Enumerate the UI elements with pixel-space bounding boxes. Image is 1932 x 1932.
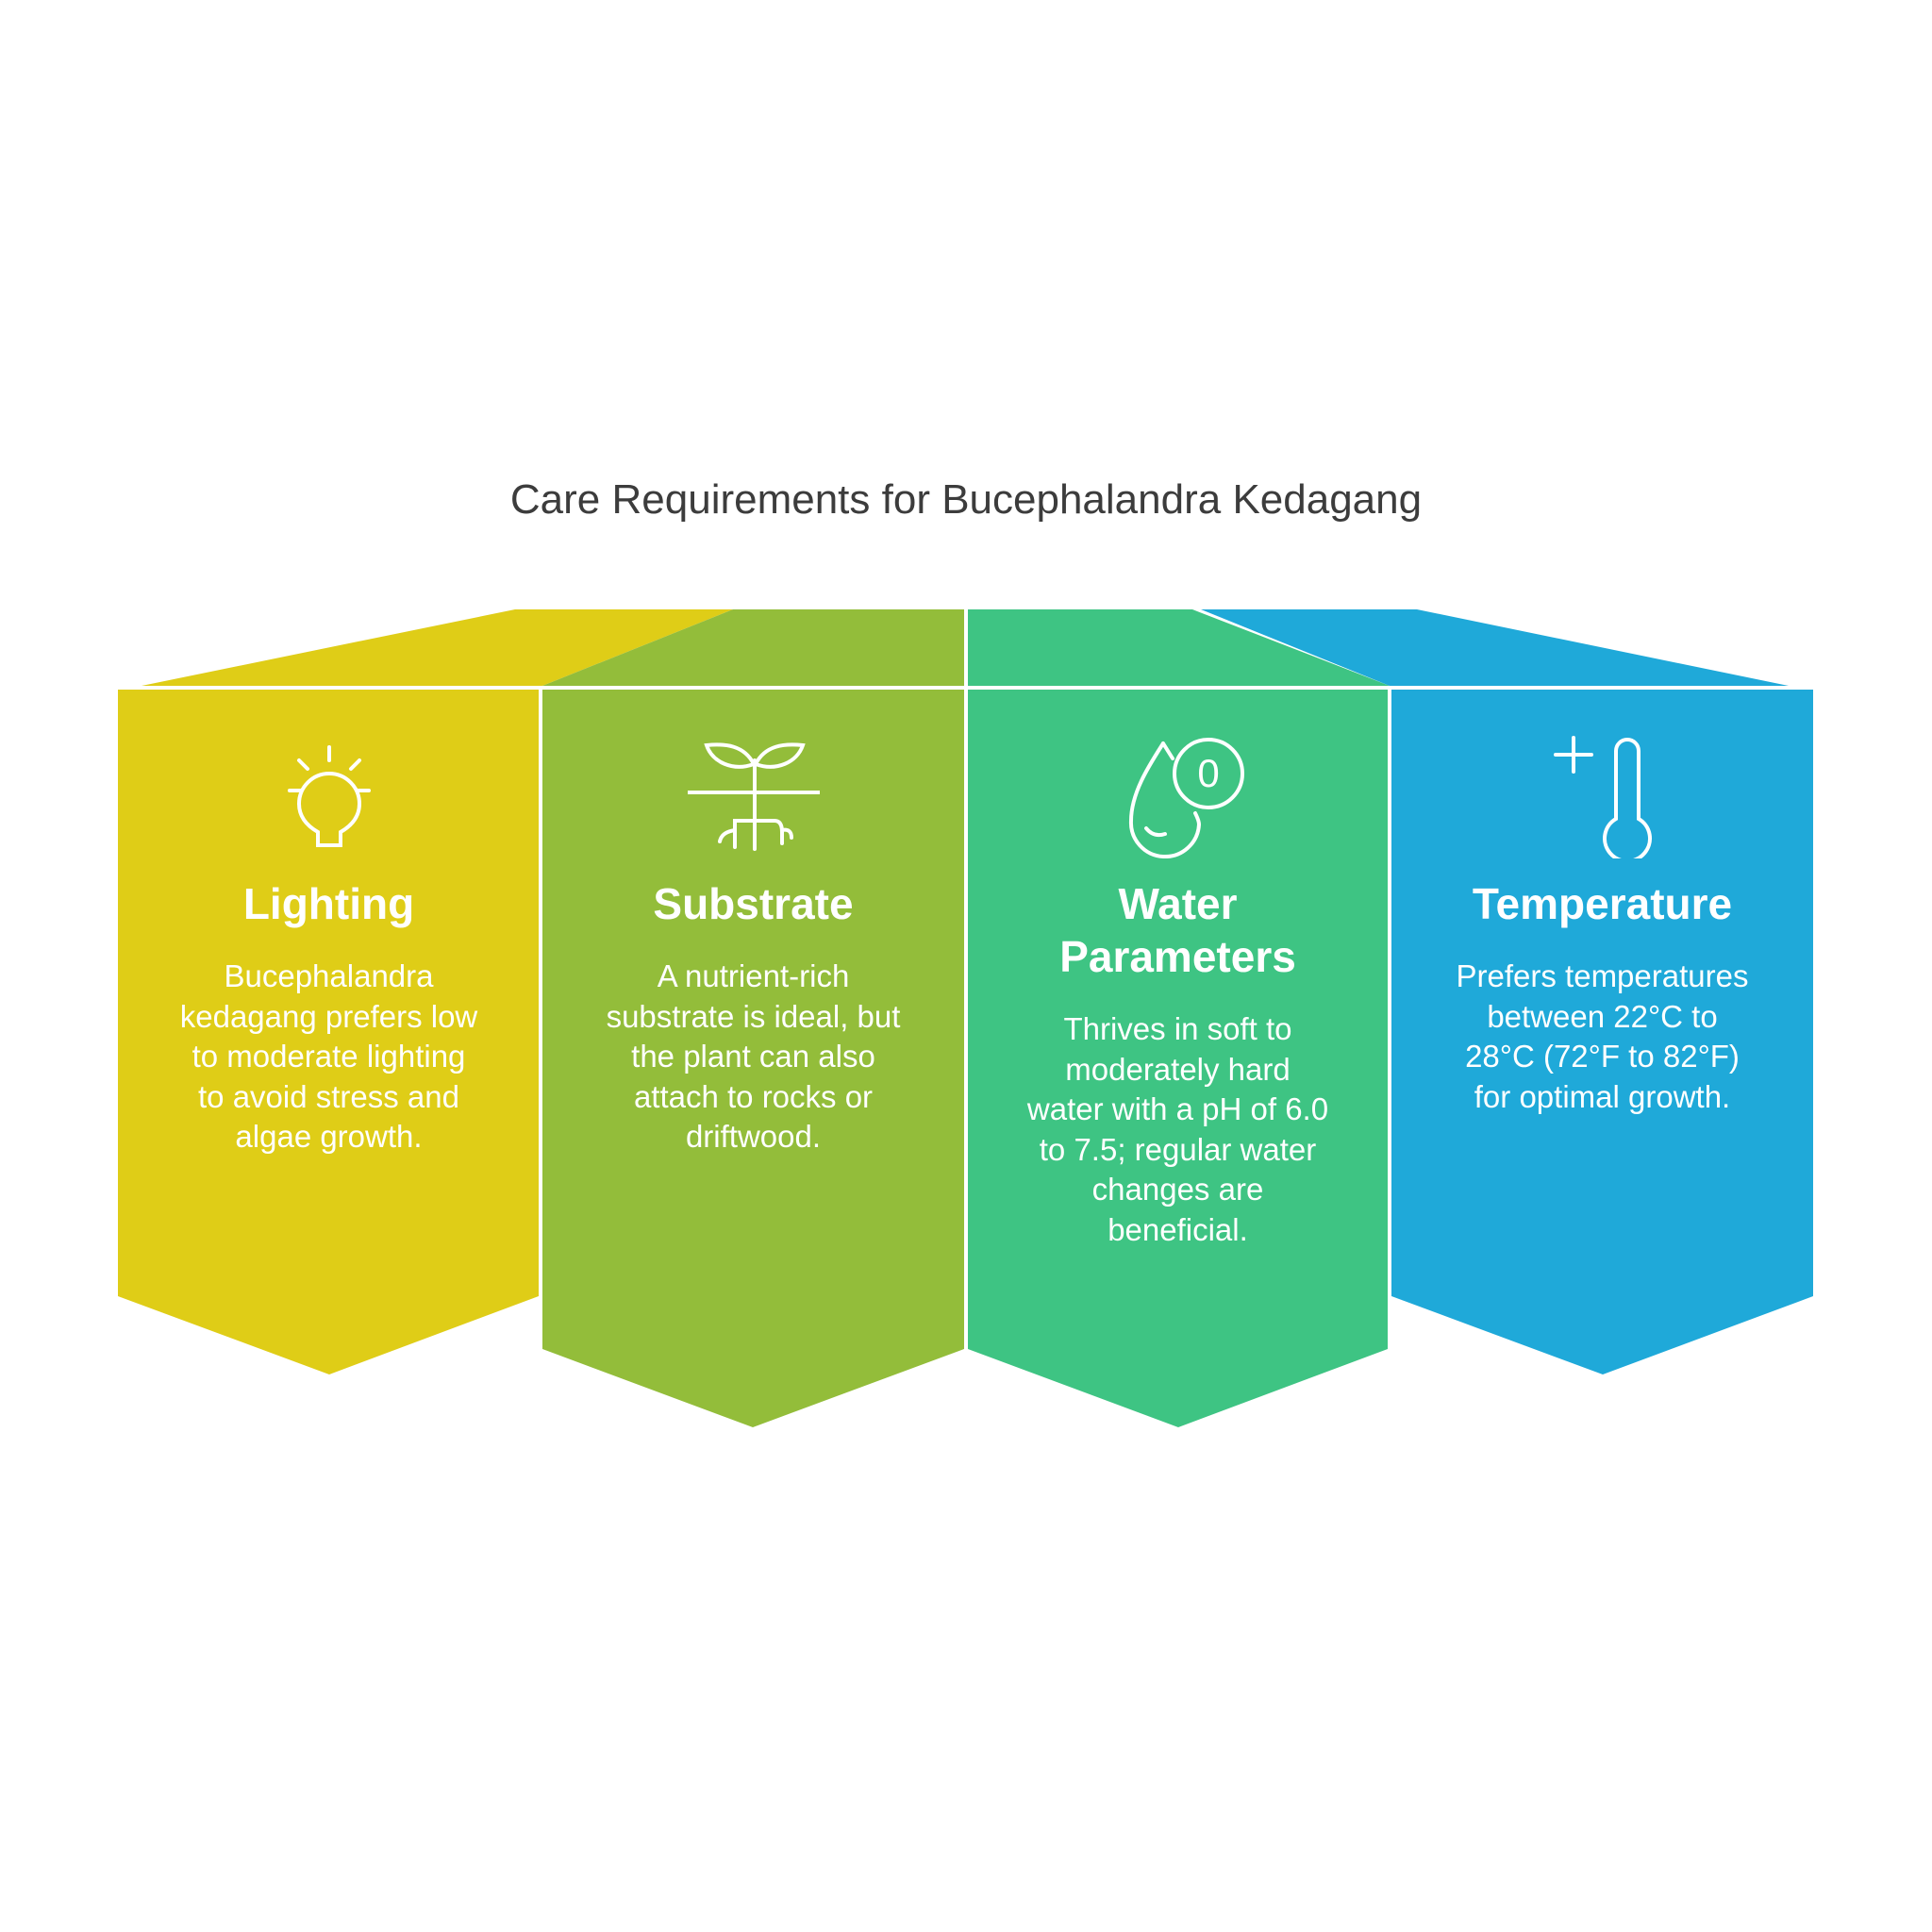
- lighting-panel: [118, 690, 539, 1374]
- sprout-roots-icon: [687, 742, 820, 851]
- column-substrate: Substrate A nutrient-rich substrate is i…: [541, 726, 965, 1158]
- column-heading: Water Parameters: [1059, 879, 1296, 981]
- temperature-panel: [1391, 690, 1813, 1374]
- thermometer-plus-icon: [1553, 736, 1652, 858]
- page-title: Care Requirements for Bucephalandra Keda…: [509, 476, 1423, 523]
- column-heading: Substrate: [653, 879, 854, 928]
- substrate-panel: [542, 690, 964, 1427]
- substrate-roof: [542, 609, 964, 686]
- water-panel: [968, 690, 1388, 1427]
- column-description: A nutrient-rich substrate is ideal, but …: [606, 958, 901, 1154]
- column-heading: Lighting: [242, 879, 415, 928]
- column-temperature: Temperature Prefers temperatures between…: [1391, 726, 1814, 1117]
- temperature-roof: [1201, 609, 1789, 686]
- water-roof: [968, 609, 1390, 686]
- lightbulb-icon: [287, 745, 371, 847]
- column-water: 0 Water Parameters Thrives in soft to mo…: [966, 726, 1390, 1250]
- column-description: Prefers temperatures between 22°C to 28°…: [1456, 958, 1749, 1114]
- column-heading: Temperature: [1472, 879, 1733, 928]
- lighting-roof: [142, 609, 733, 686]
- svg-text:0: 0: [1197, 751, 1219, 795]
- water-drop-ph-icon: 0: [1128, 738, 1244, 858]
- column-description: Bucephalandra kedagang prefers low to mo…: [179, 958, 478, 1154]
- column-description: Thrives in soft to moderately hard water…: [1026, 1011, 1329, 1247]
- column-lighting: Lighting Bucephalandra kedagang prefers …: [117, 726, 541, 1158]
